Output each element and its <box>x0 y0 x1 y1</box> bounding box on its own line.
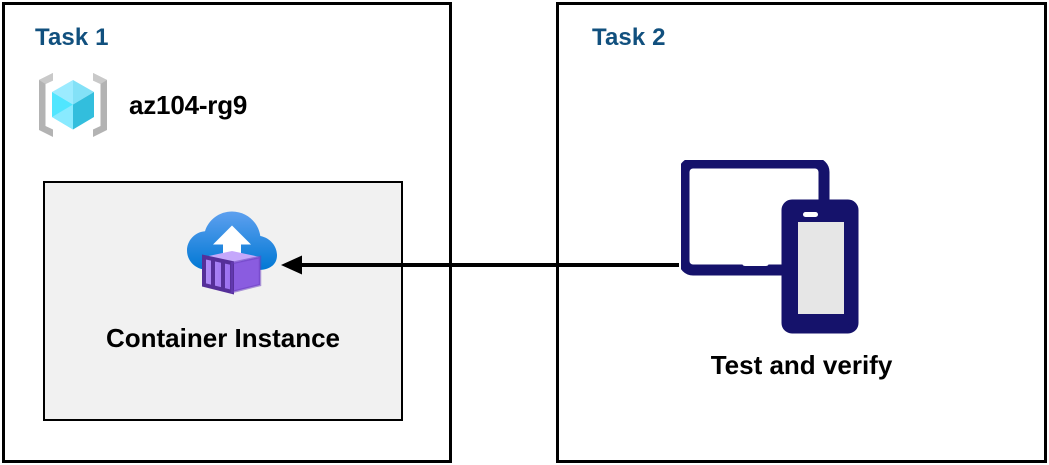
arrow-task2-to-container-instance <box>281 255 679 275</box>
container-instance-label: Container Instance <box>105 323 341 353</box>
azure-container-instance-icon <box>187 211 277 295</box>
resource-box: Container Instance <box>43 181 403 421</box>
resource-group-row: az104-rg9 <box>35 67 247 143</box>
azure-resource-group-icon <box>39 73 107 137</box>
panel-title-task-2: Task 2 <box>592 24 666 51</box>
panel-task-1: Task 1 az104-rg9 <box>2 2 452 463</box>
test-and-verify-label: Test and verify <box>710 350 893 380</box>
tablet-and-phone-icon <box>681 160 859 334</box>
panel-title-task-1: Task 1 <box>35 24 109 51</box>
resource-group-label: az104-rg9 <box>129 89 248 120</box>
